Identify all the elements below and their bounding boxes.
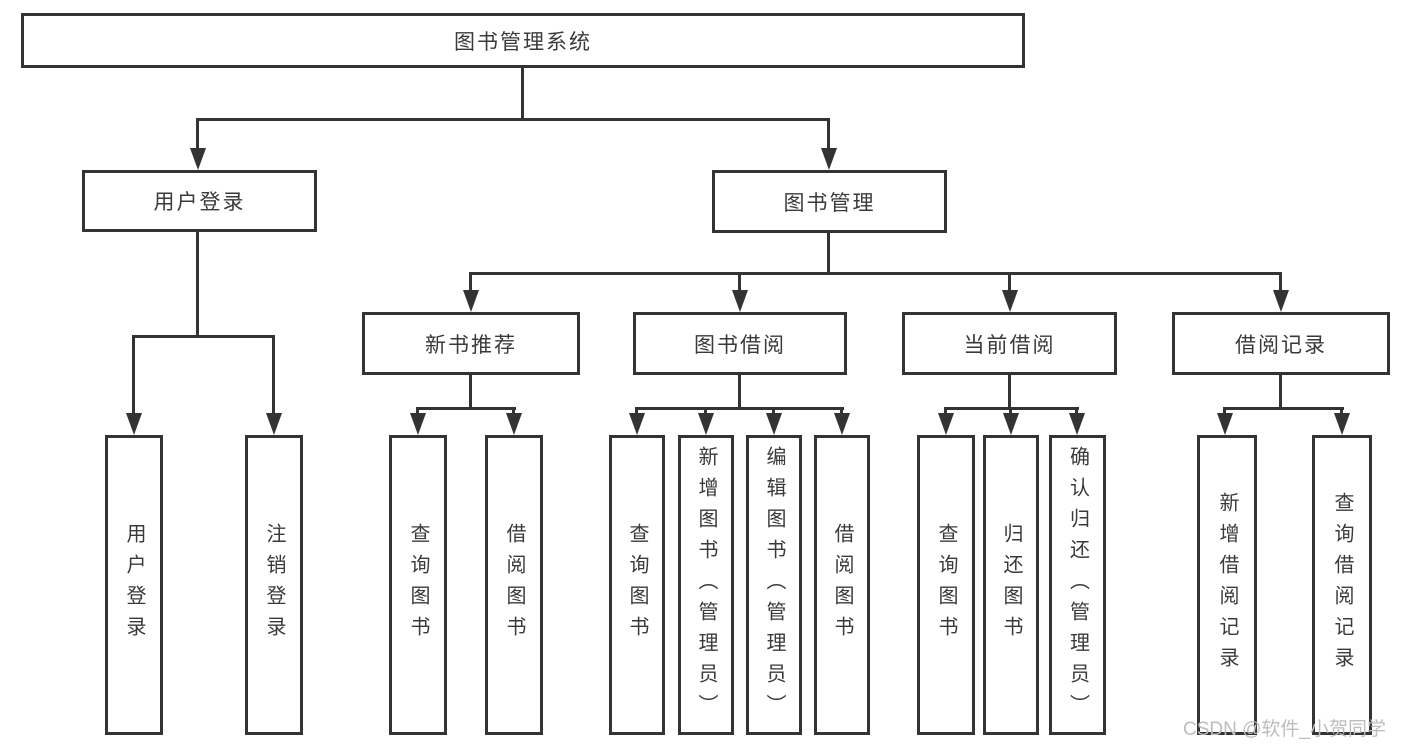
leaf-add-book-admin-label: 新增图书（管理员） — [695, 445, 717, 725]
leaf-borrow-books-2: 借阅图书 — [814, 435, 870, 735]
csdn-watermark: CSDN @软件_小贺同学 — [1183, 719, 1386, 740]
leaf-add-book-admin: 新增图书（管理员） — [678, 435, 734, 735]
leaf-borrow-books-2-label: 借阅图书 — [831, 523, 853, 647]
leaf-return-books-label: 归还图书 — [1000, 523, 1022, 647]
node-root: 图书管理系统 — [21, 13, 1025, 68]
arrowhead-leaf-query-record — [1334, 413, 1350, 435]
node-user-login-label: 用户登录 — [153, 191, 246, 214]
arrowhead-leaf-user-login — [126, 413, 142, 435]
connector-new-books-stem — [469, 375, 472, 409]
node-borrow-records-label: 借阅记录 — [1235, 333, 1327, 357]
arrowhead-leaf-confirm-return — [1069, 413, 1085, 435]
arrowhead-current-borrow — [1002, 290, 1018, 312]
connector-leaf-drop — [416, 407, 419, 417]
leaf-add-borrow-record-label: 新增借阅记录 — [1216, 492, 1238, 678]
connector-borrow-records-branch — [1223, 407, 1344, 410]
connector-leaf-drop — [635, 407, 638, 417]
leaf-logout-label: 注销登录 — [263, 523, 285, 647]
leaf-query-books-3-label: 查询图书 — [935, 523, 957, 647]
node-book-borrow: 图书借阅 — [633, 312, 847, 375]
leaf-add-borrow-record: 新增借阅记录 — [1197, 435, 1257, 735]
connector-leaf-drop — [704, 407, 707, 417]
leaf-confirm-return-admin: 确认归还（管理员） — [1049, 435, 1106, 735]
connector-current-borrow-stem — [1008, 375, 1011, 409]
leaf-borrow-books-1-label: 借阅图书 — [503, 523, 525, 647]
connector-leaf-drop — [1340, 407, 1343, 417]
arrowhead-new-books — [463, 290, 479, 312]
node-new-book-recommend-label: 新书推荐 — [425, 333, 517, 357]
node-current-borrow: 当前借阅 — [902, 312, 1117, 375]
arrowhead-book-borrow — [732, 290, 748, 312]
connector-leaf-drop — [1075, 407, 1078, 417]
leaf-user-login-label: 用户登录 — [123, 523, 145, 647]
arrowhead-leaf-add-book — [698, 413, 714, 435]
connector-to-leaf-logout — [272, 335, 275, 415]
arrowhead-leaf-query-books-1 — [410, 413, 426, 435]
leaf-user-login: 用户登录 — [105, 435, 163, 735]
connector-leaf-drop — [512, 407, 515, 417]
leaf-query-borrow-record: 查询借阅记录 — [1312, 435, 1372, 735]
arrowhead-book-management — [821, 148, 837, 170]
connector-leaf-drop — [1009, 407, 1012, 417]
node-book-management: 图书管理 — [712, 170, 947, 233]
node-book-management-label: 图书管理 — [783, 191, 876, 215]
leaf-query-borrow-record-label: 查询借阅记录 — [1331, 492, 1353, 678]
node-user-login: 用户登录 — [82, 170, 317, 232]
connector-book-management-stem — [827, 233, 830, 274]
arrowhead-leaf-borrow-books-2 — [834, 413, 850, 435]
leaf-borrow-books-1: 借阅图书 — [485, 435, 543, 735]
leaf-confirm-return-admin-label: 确认归还（管理员） — [1066, 445, 1089, 725]
arrowhead-leaf-add-record — [1217, 413, 1233, 435]
arrowhead-user-login — [190, 148, 206, 170]
leaf-query-books-2-label: 查询图书 — [626, 523, 648, 647]
leaf-return-books: 归还图书 — [983, 435, 1039, 735]
connector-to-current-borrow — [1008, 272, 1011, 292]
leaf-query-books-1: 查询图书 — [389, 435, 447, 735]
node-borrow-records: 借阅记录 — [1172, 312, 1390, 375]
arrowhead-leaf-logout — [266, 413, 282, 435]
connector-leaf-drop — [1223, 407, 1226, 417]
connector-to-borrow-records — [1279, 272, 1282, 292]
leaf-logout: 注销登录 — [245, 435, 303, 735]
connector-user-login-branch — [132, 335, 275, 338]
arrowhead-borrow-records — [1273, 290, 1289, 312]
connector-to-user-login — [196, 118, 199, 152]
connector-book-borrow-stem — [738, 375, 741, 409]
connector-leaf-drop — [944, 407, 947, 417]
arrowhead-leaf-query-books-3 — [938, 413, 954, 435]
connector-book-borrow-branch — [635, 407, 844, 410]
connector-new-books-branch — [416, 407, 516, 410]
connector-root-stem — [521, 68, 524, 120]
connector-to-book-borrow — [738, 272, 741, 292]
arrowhead-leaf-borrow-books-1 — [506, 413, 522, 435]
connector-to-new-books — [469, 272, 472, 292]
connector-to-leaf-user-login — [132, 335, 135, 415]
connector-to-book-management — [827, 118, 830, 152]
leaf-edit-book-admin: 编辑图书（管理员） — [746, 435, 802, 735]
leaf-query-books-3: 查询图书 — [917, 435, 975, 735]
connector-level3-branch — [469, 272, 1282, 275]
node-new-book-recommend: 新书推荐 — [362, 312, 580, 375]
arrowhead-leaf-edit-book — [766, 413, 782, 435]
arrowhead-leaf-return-books — [1003, 413, 1019, 435]
connector-level2-branch — [196, 118, 830, 121]
node-book-borrow-label: 图书借阅 — [694, 333, 786, 357]
connector-user-login-stem — [196, 232, 199, 338]
node-current-borrow-label: 当前借阅 — [963, 333, 1056, 357]
arrowhead-leaf-query-books-2 — [629, 413, 645, 435]
leaf-query-books-2: 查询图书 — [609, 435, 665, 735]
node-root-label: 图书管理系统 — [454, 30, 592, 54]
leaf-edit-book-admin-label: 编辑图书（管理员） — [763, 445, 785, 725]
leaf-query-books-1-label: 查询图书 — [407, 523, 429, 647]
connector-borrow-records-stem — [1279, 375, 1282, 409]
connector-leaf-drop — [840, 407, 843, 417]
connector-leaf-drop — [772, 407, 775, 417]
